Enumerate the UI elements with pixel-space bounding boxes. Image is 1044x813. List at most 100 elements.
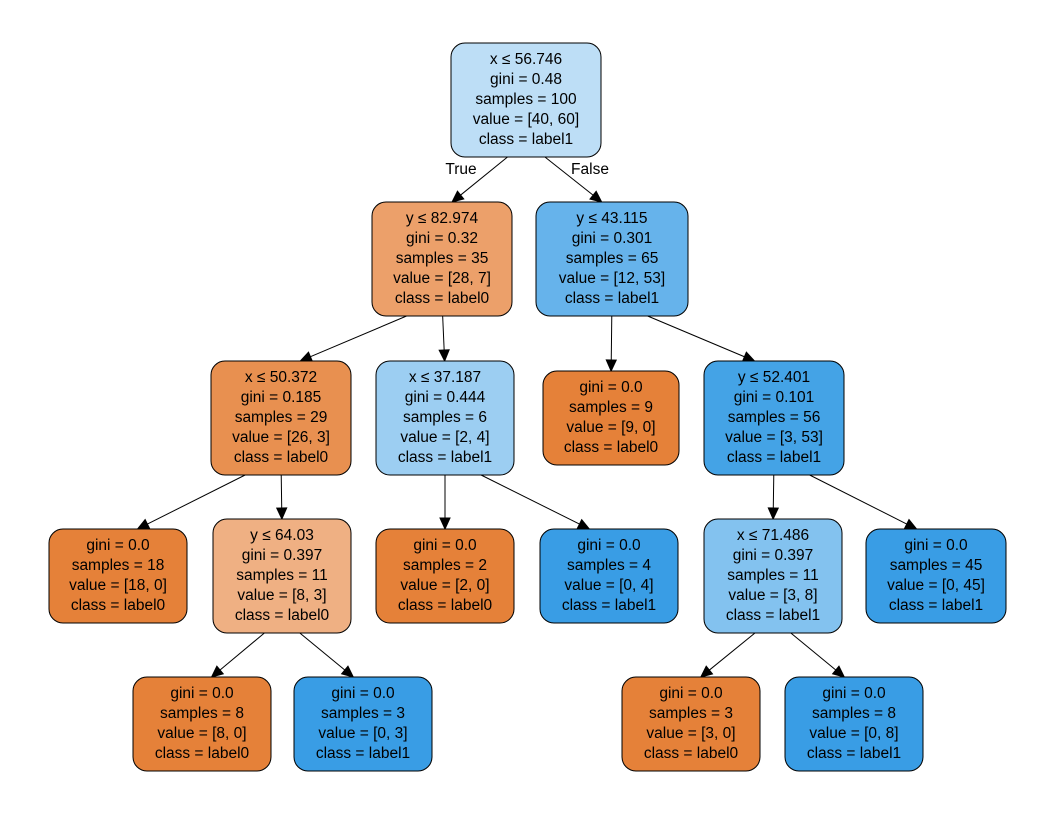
node-text-line: samples = 65	[566, 250, 659, 267]
node-text-line: gini = 0.0	[822, 685, 886, 702]
edge-line	[809, 474, 907, 525]
node-text-line: value = [8, 3]	[237, 587, 326, 604]
node-text-line: samples = 3	[649, 705, 733, 722]
node-box	[375, 360, 515, 476]
node-text-line: value = [0, 8]	[809, 725, 898, 742]
node-text-line: gini = 0.101	[734, 389, 815, 406]
node-text-line: class = label0	[155, 745, 250, 762]
edge-line	[647, 315, 745, 358]
node-text-line: y ≤ 43.115	[576, 210, 647, 227]
arrowhead	[275, 507, 288, 521]
node-text-line: gini = 0.444	[405, 389, 486, 406]
edge-line	[219, 632, 265, 671]
edge-line	[544, 156, 594, 196]
node-text-line: value = [18, 0]	[69, 577, 167, 594]
node-box	[865, 528, 1007, 624]
tree-node: gini = 0.0 samples = 3 value = [3, 0] class…	[621, 676, 761, 772]
arrowhead	[136, 518, 151, 530]
arrowhead	[741, 351, 756, 362]
node-box	[293, 676, 433, 772]
node-text-line: samples = 9	[569, 399, 653, 416]
node-text-line: value = [28, 7]	[393, 270, 491, 287]
arrowhead	[299, 351, 314, 362]
node-text-line: value = [3, 53]	[725, 429, 823, 446]
node-text-line: gini = 0.0	[904, 537, 968, 554]
node-text-line: samples = 35	[396, 250, 489, 267]
node-text-line: value = [12, 53]	[559, 270, 665, 287]
node-text-line: class = label0	[71, 597, 166, 614]
node-text-line: samples = 8	[812, 705, 896, 722]
node-text-line: x ≤ 71.486	[737, 527, 809, 544]
node-box	[703, 518, 843, 634]
arrowhead	[605, 359, 618, 373]
node-text-line: value = [0, 45]	[887, 577, 985, 594]
node-text-line: gini = 0.301	[572, 230, 653, 247]
node-text-line: y ≤ 82.974	[406, 210, 479, 227]
arrowhead	[438, 349, 450, 363]
node-text-line: x ≤ 37.187	[409, 369, 481, 386]
node-text-line: value = [0, 3]	[318, 725, 407, 742]
arrowhead	[576, 518, 591, 530]
edge-line	[310, 315, 407, 358]
arrowhead	[589, 190, 603, 203]
node-box	[450, 42, 602, 158]
node-text-line: class = label1	[565, 290, 659, 307]
arrowhead	[210, 665, 225, 678]
node-box	[132, 676, 272, 772]
node-text-line: samples = 56	[728, 409, 821, 426]
node-text-line: class = label1	[316, 745, 410, 762]
node-text-line: gini = 0.0	[659, 685, 723, 702]
arrowhead	[699, 665, 714, 678]
node-text-line: samples = 3	[321, 705, 405, 722]
node-box	[535, 201, 689, 317]
edge-line	[709, 632, 756, 671]
node-text-line: x ≤ 50.372	[245, 369, 317, 386]
node-text-line: gini = 0.0	[413, 537, 477, 554]
node-text-line: value = [8, 0]	[157, 725, 246, 742]
edge-line	[610, 315, 613, 361]
node-text-line: value = [40, 60]	[473, 111, 579, 128]
node-text-line: class = label0	[395, 290, 490, 307]
node-text-line: samples = 29	[235, 409, 328, 426]
node-box	[371, 201, 513, 317]
node-text-line: samples = 6	[403, 409, 487, 426]
node-box	[542, 370, 680, 466]
node-text-line: value = [9, 0]	[566, 419, 655, 436]
node-text-line: gini = 0.397	[733, 547, 814, 564]
node-box	[212, 518, 352, 634]
node-text-line: y ≤ 52.401	[738, 369, 810, 386]
node-text-line: samples = 8	[160, 705, 244, 722]
node-text-line: value = [2, 4]	[400, 429, 489, 446]
node-text-line: gini = 0.0	[577, 537, 641, 554]
node-text-line: class = label0	[564, 439, 659, 456]
node-text-line: class = label1	[562, 597, 656, 614]
node-text-line: x ≤ 56.746	[490, 51, 562, 68]
node-text-line: class = label0	[234, 449, 329, 466]
node-box	[539, 528, 679, 624]
node-text-line: class = label1	[479, 131, 573, 148]
arrowhead	[439, 517, 451, 531]
node-text-line: samples = 100	[475, 91, 577, 108]
edge-line	[442, 315, 445, 351]
node-text-line: class = label1	[398, 449, 492, 466]
node-text-line: class = label0	[644, 745, 739, 762]
node-text-line: class = label0	[235, 607, 330, 624]
node-text-line: class = label1	[807, 745, 901, 762]
node-text-line: class = label1	[726, 607, 820, 624]
node-box	[48, 528, 188, 624]
node-box	[621, 676, 761, 772]
edge-label-true: True	[445, 161, 476, 178]
node-text-line: value = [3, 0]	[646, 725, 735, 742]
arrowhead	[451, 190, 465, 203]
